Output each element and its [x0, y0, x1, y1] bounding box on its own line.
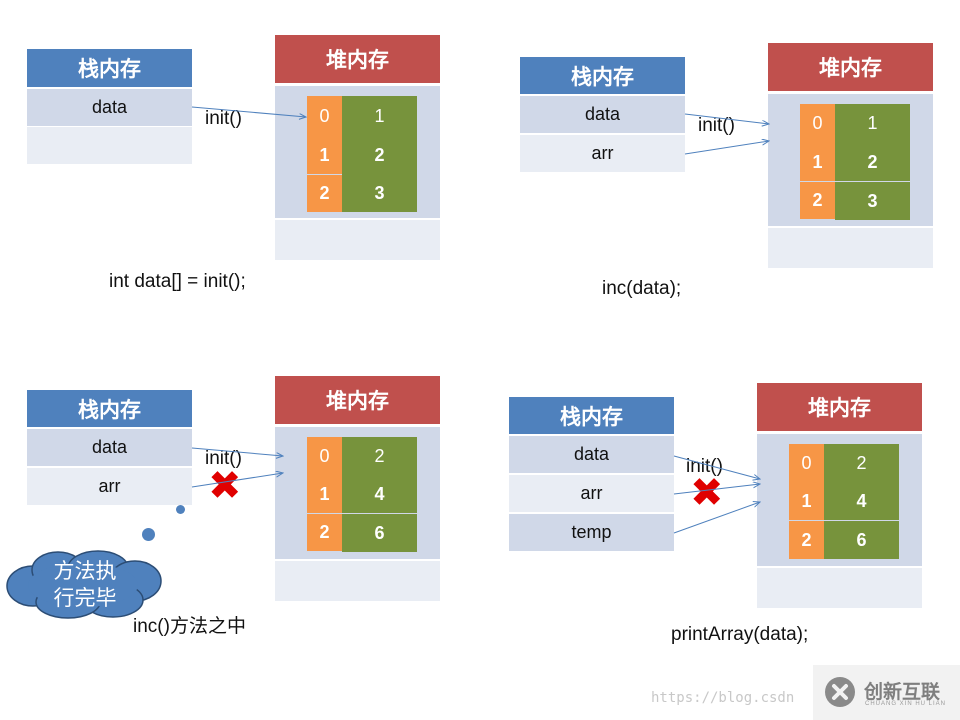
stack-memory-header: 栈内存: [520, 57, 685, 94]
cloud-icon: [6, 550, 162, 619]
stack-var-arr: arr: [520, 135, 685, 172]
logo-icon: [825, 677, 855, 707]
reference-arrow: [684, 141, 769, 155]
array-value-2: 6: [824, 521, 899, 559]
array-value-1: 4: [824, 482, 899, 520]
heap-memory-header: 堆内存: [275, 376, 440, 424]
stack-empty-slot: [27, 127, 192, 164]
logo-subtext: CHUANG XIN HU LIAN: [865, 701, 947, 707]
cross-icon: ✖: [690, 471, 724, 515]
array-index-0: 0: [307, 96, 342, 136]
array-value-1: 2: [835, 143, 910, 181]
heap-memory-footer: [275, 561, 440, 601]
array-index-2: 2: [307, 514, 342, 551]
stack-memory-header: 栈内存: [509, 397, 674, 434]
array-value-2: 3: [835, 182, 910, 220]
stack-memory-header: 栈内存: [27, 49, 192, 87]
reference-arrow: [673, 502, 760, 534]
reference-arrow: [191, 447, 283, 456]
reference-arrow: [684, 113, 769, 124]
stack-memory-header: 栈内存: [27, 390, 192, 427]
heap-memory-footer: [757, 568, 922, 608]
cloud-text: 方法执 行完毕: [30, 558, 140, 612]
array-value-0: 1: [342, 96, 417, 136]
reference-arrow: [673, 484, 760, 495]
cloud-line-2: 行完毕: [53, 587, 117, 610]
stack-var-temp: temp: [509, 514, 674, 551]
heap-memory-header: 堆内存: [768, 43, 933, 91]
array-value-0: 1: [835, 104, 910, 143]
call-label: init(): [205, 448, 242, 469]
call-label: init(): [205, 108, 242, 129]
array-value-1: 2: [342, 136, 417, 174]
logo: 创新互联 CHUANG XIN HU LIAN: [813, 665, 960, 720]
array-value-2: 6: [342, 514, 417, 552]
stack-var-data: data: [509, 436, 674, 473]
array-index-1: 1: [307, 475, 342, 513]
code-caption: int data[] = init();: [109, 271, 246, 292]
array-value-1: 4: [342, 475, 417, 513]
stack-var-data: data: [27, 89, 192, 126]
array-value-0: 2: [824, 444, 899, 482]
array-index-2: 2: [800, 182, 835, 219]
heap-memory-footer: [768, 228, 933, 268]
thought-dot: [176, 505, 185, 514]
code-caption: inc(data);: [602, 278, 682, 299]
code-caption: inc()方法之中: [133, 616, 246, 637]
call-label: init(): [698, 115, 735, 136]
heap-memory-footer: [275, 220, 440, 260]
reference-arrow: [191, 473, 283, 488]
code-caption: printArray(data);: [671, 624, 809, 645]
stack-var-arr: arr: [27, 468, 192, 505]
array-index-0: 0: [800, 104, 835, 143]
heap-memory-header: 堆内存: [275, 35, 440, 83]
logo-text: 创新互联: [864, 682, 941, 703]
stack-var-arr: arr: [509, 475, 674, 512]
stack-var-data: data: [27, 429, 192, 466]
array-index-1: 1: [307, 136, 342, 174]
thought-dot: [142, 528, 155, 541]
heap-memory-header: 堆内存: [757, 383, 922, 431]
cross-icon: ✖: [208, 464, 242, 508]
watermark-url: https://blog.csdn: [651, 690, 795, 706]
array-index-2: 2: [789, 521, 824, 559]
cloud-line-1: 方法执: [53, 560, 117, 583]
array-index-0: 0: [307, 437, 342, 475]
stack-var-data: data: [520, 96, 685, 133]
array-value-2: 3: [342, 174, 417, 212]
array-index-0: 0: [789, 444, 824, 482]
reference-arrow: [673, 455, 760, 479]
array-value-0: 2: [342, 437, 417, 475]
array-index-1: 1: [789, 482, 824, 520]
reference-arrow: [191, 106, 306, 117]
array-index-2: 2: [307, 175, 342, 212]
array-index-1: 1: [800, 143, 835, 181]
